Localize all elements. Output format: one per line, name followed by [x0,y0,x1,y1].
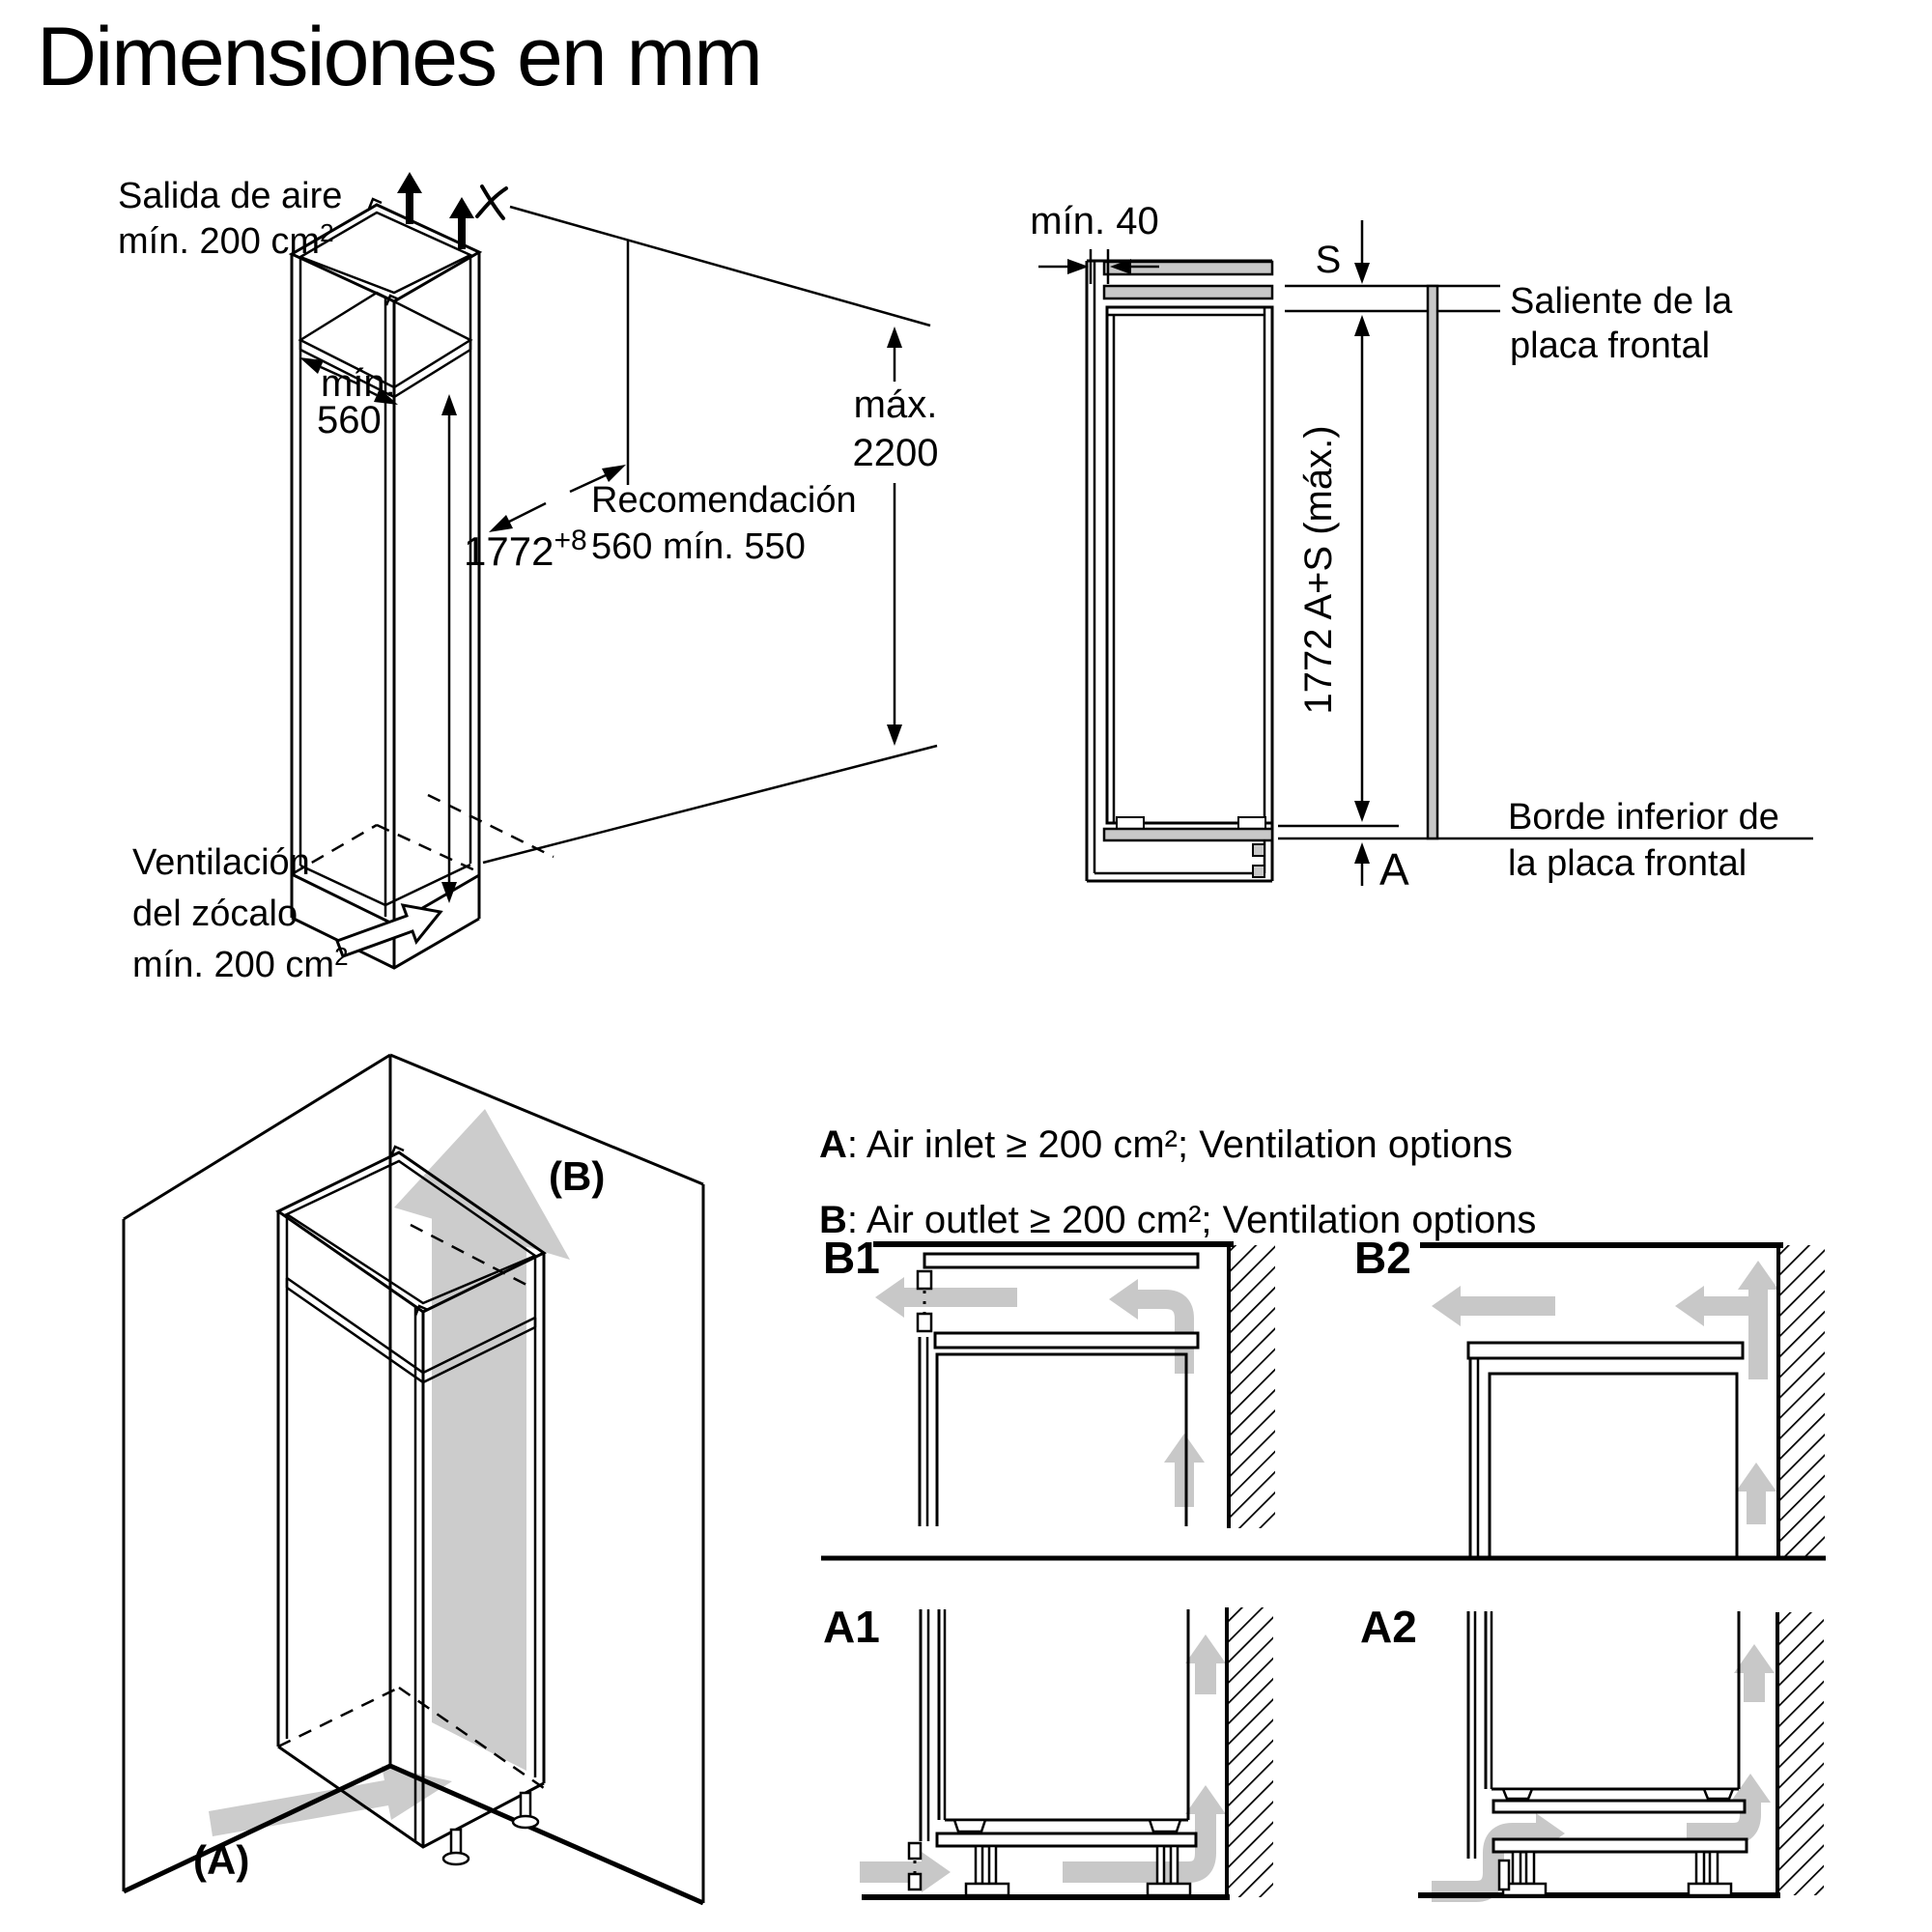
label-outlet-b: (B) [549,1153,605,1199]
leader-bottom [482,744,938,865]
label-borde-line2: la placa frontal [1508,843,1747,884]
label-depth-min: mín. [321,362,396,405]
dim-recommendation [489,465,626,532]
wall-hatch [1227,1607,1273,1897]
panel-label-a2: A2 [1360,1602,1417,1652]
panel-notch-back [367,197,383,210]
front-panel-section [1426,284,1439,840]
label-a-dim: A [1379,844,1409,895]
label-plinth-vent-line1: Ventilación [132,842,310,883]
panel-notch-front [384,294,400,306]
label-s: S [1316,239,1342,281]
air-outlet-flow-arrowhead-icon [394,1109,570,1260]
dim-min-560 [299,357,398,405]
label-borde-line1: Borde inferior de [1508,797,1779,838]
cut-mark-icon [475,185,508,220]
label-min-40: mín. 40 [1030,200,1158,242]
label-1772-a-s: 1772 A+S (máx.) [1297,425,1340,714]
air-flow-up-arrow-icon [397,172,474,249]
air-outlet-flow-band [432,1195,526,1771]
figure-vertical-section [1038,220,1813,886]
label-air-outlet-line2: mín. 200 cm2 [118,218,334,262]
label-depth-560: 560 [317,399,382,441]
label-recommendation-line1: Recomendación [591,480,857,521]
label-height-1772: 1772+8 [464,525,587,574]
wall-hatch [1778,1245,1825,1557]
label-air-outlet-line1: Salida de aire [118,176,342,216]
leader-top [509,205,931,327]
label-recommendation-line2: 560 mín. 550 [591,526,806,567]
label-saliente-line2: placa frontal [1510,326,1710,366]
legend-line-a: A: Air inlet ≥ 200 cm²; Ventilation opti… [819,1123,1513,1166]
dim-s [1354,220,1370,284]
label-plinth-vent-line3: mín. 200 cm2 [132,942,349,985]
flow-arrowheads-a1 [922,1634,1226,1892]
wall-hatch [1777,1612,1824,1895]
plinth-air-inlet-block-arrow-icon [335,903,443,958]
appliance-foot [1237,816,1266,830]
panel-b1: B1 [823,1233,1275,1528]
figure-niche-isometric [288,172,938,970]
label-saliente-line1: Saliente de la [1510,281,1733,322]
panel-label-b2: B2 [1354,1233,1411,1283]
flow-arrowheads-b1 [875,1277,1205,1463]
air-inlet-flow-arrow-icon [209,1766,452,1836]
plinth-block [1252,865,1265,878]
dim-min-40 [1038,249,1159,284]
dim-a [1354,842,1370,886]
legend-line-b: B: Air outlet ≥ 200 cm²; Ventilation opt… [819,1199,1536,1241]
appliance-foot [1116,816,1145,830]
top-panel-section [1102,260,1274,276]
dim-1772-a-s [1354,315,1370,822]
plinth-block [1252,843,1265,857]
panel-label-a1: A1 [823,1602,880,1652]
label-2200: 2200 [853,432,939,474]
dim-max-2200 [887,327,902,746]
figure-corner-isometric [122,1053,705,1906]
flow-arrows-b2 [1461,1290,1768,1524]
flow-arrowheads-b2 [1432,1261,1778,1492]
label-plinth-vent-line2: del zócalo [132,894,298,934]
page-title: Dimensiones en mm [37,11,763,103]
appliance-bottom-section [1102,827,1274,842]
flow-arrows-a1 [860,1663,1216,1883]
panel-b2: B2 [1354,1233,1825,1557]
dim-1772 [441,394,457,903]
panel-a2: A2 [1360,1602,1824,1902]
hidden-edges [291,793,554,876]
label-inlet-a: (A) [193,1837,249,1883]
panel-label-b1: B1 [823,1233,880,1283]
niche-ceiling-section [1102,284,1274,300]
panel-a1: A1 [823,1602,1273,1900]
wall-hatch [1229,1245,1275,1528]
flow-arrows-a2 [1432,1673,1765,1902]
label-max: máx. [854,384,938,426]
flow-arrows-b1 [904,1288,1194,1507]
appliance-feet [441,1791,540,1866]
